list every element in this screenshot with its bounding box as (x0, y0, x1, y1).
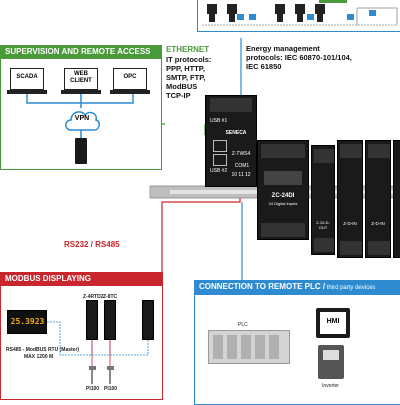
plc-module-3 (241, 335, 251, 359)
gateway-pins-label: 10 11 12 (231, 172, 251, 178)
module-4: Z-D-IN (365, 140, 391, 258)
ethernet-line-1: IT protocols: (166, 55, 212, 64)
ethernet-line-2: PPP, HTTP, (166, 64, 205, 73)
module-3-label: Z-D-IN (343, 221, 357, 226)
scada-computer (10, 68, 44, 90)
module-2-top-terminal (314, 149, 334, 163)
energy-diagram-art (202, 0, 398, 26)
gateway-ethernet-port[interactable] (213, 140, 227, 152)
opc-computer (113, 68, 147, 90)
modbus-wiring (47, 321, 149, 384)
supervision-frame (0, 45, 162, 170)
module-4-top-terminal (368, 144, 390, 158)
module-3: Z-D-IN (337, 140, 363, 258)
ethernet-line-5: TCP-IP (166, 91, 191, 100)
gateway-usb2-label: USB #2 (210, 168, 228, 174)
modbus-module-1 (86, 300, 98, 340)
gateway-model-label: Z-TWS4 (231, 151, 251, 157)
module-2-bottom-terminal (314, 238, 334, 252)
remote-plc-header: CONNECTION TO REMOTE PLC / third party d… (194, 280, 400, 295)
modbus-header: MODBUS DISPLAYING (0, 272, 163, 286)
modbus-module-1-label: Z-4RTD2 (83, 294, 104, 300)
module-2: Z-10-D-OUT (311, 145, 335, 255)
modbus-display-value: 25.3923 (10, 317, 45, 326)
scada-label: SCADA (16, 74, 38, 80)
hmi-screen (320, 312, 346, 334)
plc-module-1 (213, 335, 223, 359)
module-zc24di-label: ZC-24DI (271, 193, 295, 199)
modbus-sensor-1-label: PI100 (86, 386, 100, 392)
gateway-ethernet-port-2[interactable] (213, 154, 227, 166)
module-zc24di-top-terminal (261, 144, 305, 158)
module-zc24di-bottom-terminal (261, 223, 305, 237)
inverter-device (318, 345, 344, 379)
plc-module-2 (227, 335, 237, 359)
web-client-label-1: WEB (74, 71, 88, 77)
ethernet-line-3: SMTP, FTP, (166, 73, 206, 82)
modbus-note-2: MAX 1200 M (24, 354, 54, 360)
gateway-usb1-label: USB #1 (210, 118, 228, 124)
module-5 (393, 140, 400, 258)
inverter-label: Inverter (322, 383, 339, 389)
remote-plc-title: CONNECTION TO REMOTE PLC / (199, 282, 326, 291)
opc-label: OPC (123, 74, 137, 80)
vpn-router-device (75, 138, 87, 164)
module-3-top-terminal (340, 144, 362, 158)
vpn-label: VPN (74, 115, 90, 122)
module-2-label: Z-10-D-OUT (316, 220, 330, 230)
modbus-module-2 (104, 300, 116, 340)
plc-module-4 (255, 335, 265, 359)
remote-plc-subtitle: third party devices (325, 285, 376, 291)
modbus-sensor-2-label: PI100 (104, 386, 118, 392)
energy-line-2: IEC 61850 (246, 62, 282, 71)
hmi-label: HMI (326, 318, 340, 325)
plc-module-5 (269, 335, 279, 359)
energy-title: Energy management (246, 44, 320, 53)
plc-label: PLC (238, 322, 248, 328)
modbus-display-panel: 25.3923 (7, 310, 47, 334)
module-4-bottom-terminal (368, 241, 390, 255)
modbus-module-3 (142, 300, 154, 340)
rs232-rs485-label: RS232 / RS485 (64, 240, 120, 249)
hmi-panel: HMI (316, 308, 350, 338)
energy-line-1: protocols: IEC 60870-101/104, (246, 53, 352, 62)
gateway-top-terminal (210, 98, 252, 112)
module-zc24di-panel (264, 171, 302, 185)
ethernet-title: ETHERNET (166, 45, 210, 54)
opc-keyboard (110, 90, 150, 94)
module-zc24di-sub: 24 Digital Inputs (268, 201, 298, 206)
vpn-network-lines (26, 94, 165, 138)
supervision-header: SUPERVISION AND REMOTE ACCESS (0, 45, 162, 59)
gateway-com1-label: COM1 (234, 163, 250, 169)
inverter-screen (323, 350, 339, 360)
module-4-label: Z-D-IN (371, 221, 385, 226)
web-client-keyboard (61, 90, 101, 94)
gateway-brand-label: SENECA (225, 130, 247, 136)
gateway-device: USB #1 SENECA Z-TWS4 COM1 USB #2 10 11 1… (205, 95, 257, 187)
vpn-cloud-icon (65, 111, 100, 131)
modbus-note-1: RS485 - ModBUS RTU (Master) (6, 347, 80, 353)
modbus-module-2-label: Z-8TC (103, 294, 118, 300)
module-zc24di: ZC-24DI 24 Digital Inputs (257, 140, 309, 240)
plc-device (208, 330, 290, 364)
web-client-computer (64, 68, 98, 90)
web-client-label-2: CLIENT (70, 78, 92, 84)
ethernet-line-4: ModBUS (166, 82, 198, 91)
scada-keyboard (7, 90, 47, 94)
module-3-bottom-terminal (340, 241, 362, 255)
